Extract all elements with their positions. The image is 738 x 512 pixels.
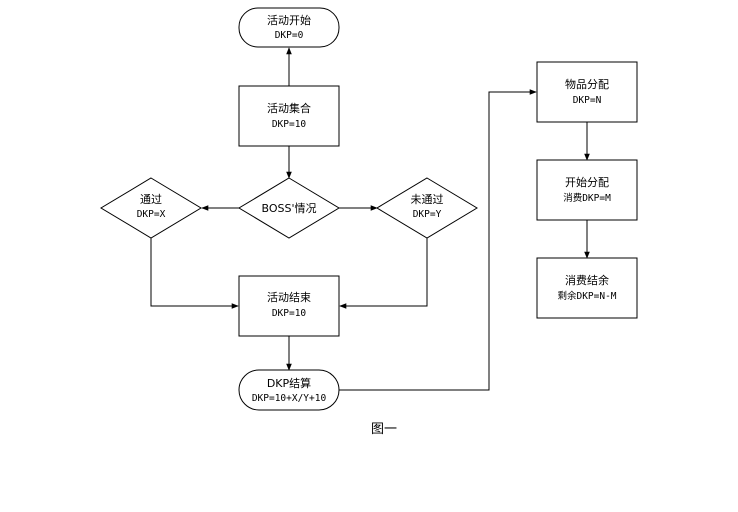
node-fail: 未通过 DKP=Y — [376, 177, 478, 239]
node-pass: 通过 DKP=X — [100, 177, 202, 239]
node-start-sub: DKP=0 — [275, 30, 304, 41]
node-alloc-title: 物品分配 — [565, 77, 609, 91]
figure-caption: 图一 — [371, 422, 397, 437]
node-start: 活动开始 DKP=0 — [238, 7, 340, 48]
node-fail-title: 未通过 — [411, 193, 444, 206]
node-remain-title: 消费结余 — [565, 273, 609, 287]
node-alloc: 物品分配 DKP=N — [536, 61, 638, 123]
node-gather-sub: DKP=10 — [272, 119, 307, 130]
node-start-title: 活动开始 — [267, 13, 311, 27]
node-settle: DKP结算 DKP=10+X/Y+10 — [238, 369, 340, 411]
node-settle-title: DKP结算 — [267, 376, 311, 390]
node-fail-sub: DKP=Y — [413, 209, 442, 220]
node-end-title: 活动结束 — [267, 291, 311, 304]
node-begin-alloc-sub: 消费DKP=M — [563, 192, 611, 204]
connectors — [150, 47, 590, 391]
node-remain: 消费结余 剩余DKP=N-M — [536, 257, 638, 319]
node-boss-title: BOSS'情况 — [262, 202, 317, 215]
node-remain-sub: 剩余DKP=N-M — [557, 290, 616, 302]
node-pass-title: 通过 — [140, 193, 162, 206]
node-end: 活动结束 DKP=10 — [238, 275, 340, 337]
edge-pass-end — [150, 238, 239, 309]
node-gather-title: 活动集合 — [267, 101, 311, 115]
edge-fail-end — [339, 238, 428, 309]
node-boss: BOSS'情况 — [238, 177, 340, 239]
node-begin-alloc-title: 开始分配 — [565, 175, 609, 189]
node-begin-alloc: 开始分配 消费DKP=M — [536, 159, 638, 221]
node-gather: 活动集合 DKP=10 — [238, 85, 340, 147]
node-pass-sub: DKP=X — [137, 209, 166, 220]
node-alloc-sub: DKP=N — [573, 95, 602, 106]
node-end-sub: DKP=10 — [272, 308, 307, 319]
edge-settle-alloc — [339, 89, 537, 391]
node-settle-sub: DKP=10+X/Y+10 — [252, 393, 327, 404]
